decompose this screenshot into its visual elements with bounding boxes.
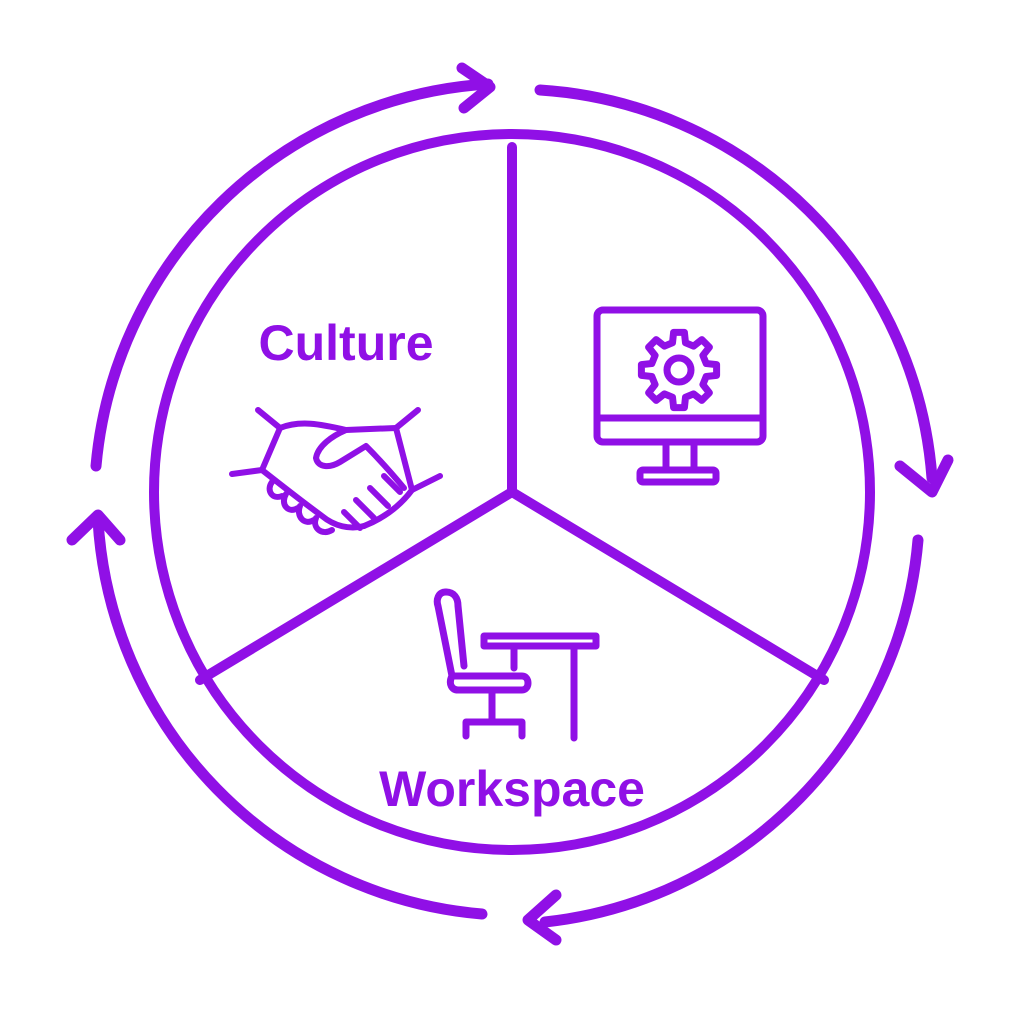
cycle-arrow-bottom-left <box>66 509 488 920</box>
desk-top <box>480 632 600 650</box>
chair-back-inner <box>442 588 468 670</box>
outer-ring <box>149 129 875 855</box>
desk-chair-icon <box>433 588 600 742</box>
divider-right <box>507 487 829 685</box>
chair-back <box>433 588 456 680</box>
monitor-gear-icon <box>593 306 767 486</box>
segment-label-culture: Culture <box>259 315 434 371</box>
cycle-arrows <box>66 62 954 946</box>
segment-label-workspace: Workspace <box>379 761 645 817</box>
segmented-circle <box>149 129 875 855</box>
gear-icon <box>637 328 721 412</box>
arrowhead-icon <box>894 454 954 498</box>
segment-culture: Culture <box>229 315 443 536</box>
arrowhead-icon <box>66 509 126 546</box>
arrowhead-icon <box>522 889 562 946</box>
arrowhead-icon <box>456 62 496 114</box>
cycle-arrow-bottom-right <box>522 534 924 946</box>
cycle-arrow-top-right <box>534 84 954 498</box>
cycle-arrow-top-left <box>90 62 496 472</box>
desk-legs <box>510 642 578 742</box>
handshake-icon <box>229 407 443 536</box>
monitor-stand <box>662 438 698 474</box>
monitor-base <box>636 466 720 486</box>
chair-base <box>462 686 526 740</box>
monitor-screen <box>593 306 767 446</box>
segment-technology <box>593 306 767 486</box>
chair-seat <box>446 672 532 694</box>
segment-workspace: Workspace <box>379 588 645 817</box>
divider-left <box>195 487 517 685</box>
